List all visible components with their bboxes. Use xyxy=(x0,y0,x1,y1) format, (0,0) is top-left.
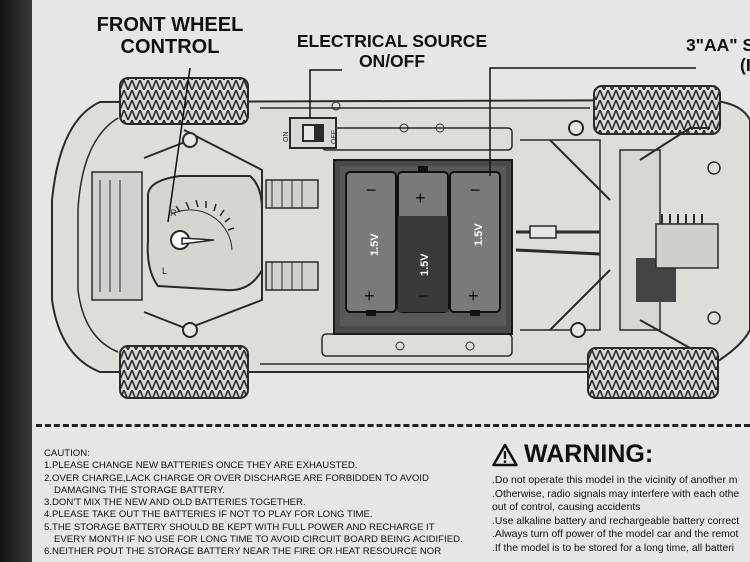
switch-on-label: ON xyxy=(283,132,290,143)
box-edge-shadow xyxy=(0,0,32,562)
front-left-wheel xyxy=(119,77,249,125)
warning-title: WARNING: xyxy=(524,440,654,468)
battery-type-line2: (I xyxy=(740,54,750,75)
warning-line: .Always turn off power of the model car … xyxy=(492,529,739,541)
battery-2-bottom-sign: − xyxy=(418,286,429,306)
battery-3-bottom-sign: + xyxy=(468,286,479,306)
battery-3 xyxy=(449,171,501,316)
warning-line: .Use alkaline battery and rechargeable b… xyxy=(492,515,740,527)
caution-section: CAUTION: 1.PLEASE CHANGE NEW BATTERIES O… xyxy=(44,448,484,559)
warning-line: .If the model is to be stored for a long… xyxy=(492,542,734,554)
caution-line: 3.DON'T MIX THE NEW AND OLD BATTERIES TO… xyxy=(44,497,306,509)
rear-right-wheel xyxy=(587,347,719,399)
battery-2 xyxy=(397,166,449,313)
rear-left-wheel xyxy=(593,85,721,135)
warning-section: .Do not operate this model in the vicini… xyxy=(492,474,750,556)
battery-1 xyxy=(345,171,397,316)
dial-left-label: L xyxy=(162,266,167,276)
battery-3-top-sign: − xyxy=(470,180,481,200)
electrical-source-line1: ELECTRICAL SOURCE xyxy=(296,31,488,51)
front-wheel-label-line2: CONTROL xyxy=(120,36,220,59)
warning-triangle-icon xyxy=(492,443,518,466)
caution-line: 1.PLEASE CHANGE NEW BATTERIES ONCE THEY … xyxy=(44,460,358,472)
dial-right-label: R xyxy=(170,208,177,218)
warning-heading: WARNING: xyxy=(492,440,653,469)
caution-title: CAUTION: xyxy=(44,448,90,459)
front-wheel-control-label: FRONT WHEEL CONTROL xyxy=(86,14,254,59)
warning-line: .Do not operate this model in the vicini… xyxy=(492,475,738,486)
warning-line: out of control, causing accidents xyxy=(492,502,641,514)
battery-type-line1: 3"AA" S xyxy=(686,35,750,55)
car-chassis-diagram: L R ON OFF − + 1.5V + xyxy=(51,67,750,399)
cut-line xyxy=(36,424,750,427)
caution-line: 6.NEITHER POUT THE STORAGE BATTERY NEAR … xyxy=(44,546,442,558)
electrical-source-label: ELECTRICAL SOURCE ON/OFF xyxy=(284,31,500,71)
electrical-source-line2: ON/OFF xyxy=(358,50,426,71)
battery-2-top-sign: + xyxy=(415,188,426,208)
caution-line: EVERY MONTH IF NO USE FOR LONG TIME TO A… xyxy=(54,534,463,546)
caution-line: 4.PLEASE TAKE OUT THE BATTERIES IF NOT T… xyxy=(44,509,373,521)
battery-1-voltage: 1.5V xyxy=(369,233,381,256)
caution-line: 2.OVER CHARGE,LACK CHARGE OR OVER DISCHA… xyxy=(44,472,429,484)
battery-2-voltage: 1.5V xyxy=(419,253,431,276)
battery-type-label: 3"AA" S (I xyxy=(686,35,750,75)
warning-line: .Otherwise, radio signals may interfere … xyxy=(492,488,740,500)
battery-1-bottom-sign: + xyxy=(364,286,375,306)
caution-line: DAMAGING THE STORAGE BATTERY. xyxy=(54,484,225,496)
battery-3-voltage: 1.5V xyxy=(473,223,485,246)
battery-1-top-sign: − xyxy=(366,180,377,200)
switch-off-label: OFF xyxy=(331,130,338,144)
front-wheel-label-line1: FRONT WHEEL xyxy=(96,14,244,36)
manual-card: L R ON OFF − + 1.5V + xyxy=(32,0,750,562)
front-right-wheel xyxy=(119,345,249,399)
caution-line: 5.THE STORAGE BATTERY SHOULD BE KEPT WIT… xyxy=(44,521,435,533)
